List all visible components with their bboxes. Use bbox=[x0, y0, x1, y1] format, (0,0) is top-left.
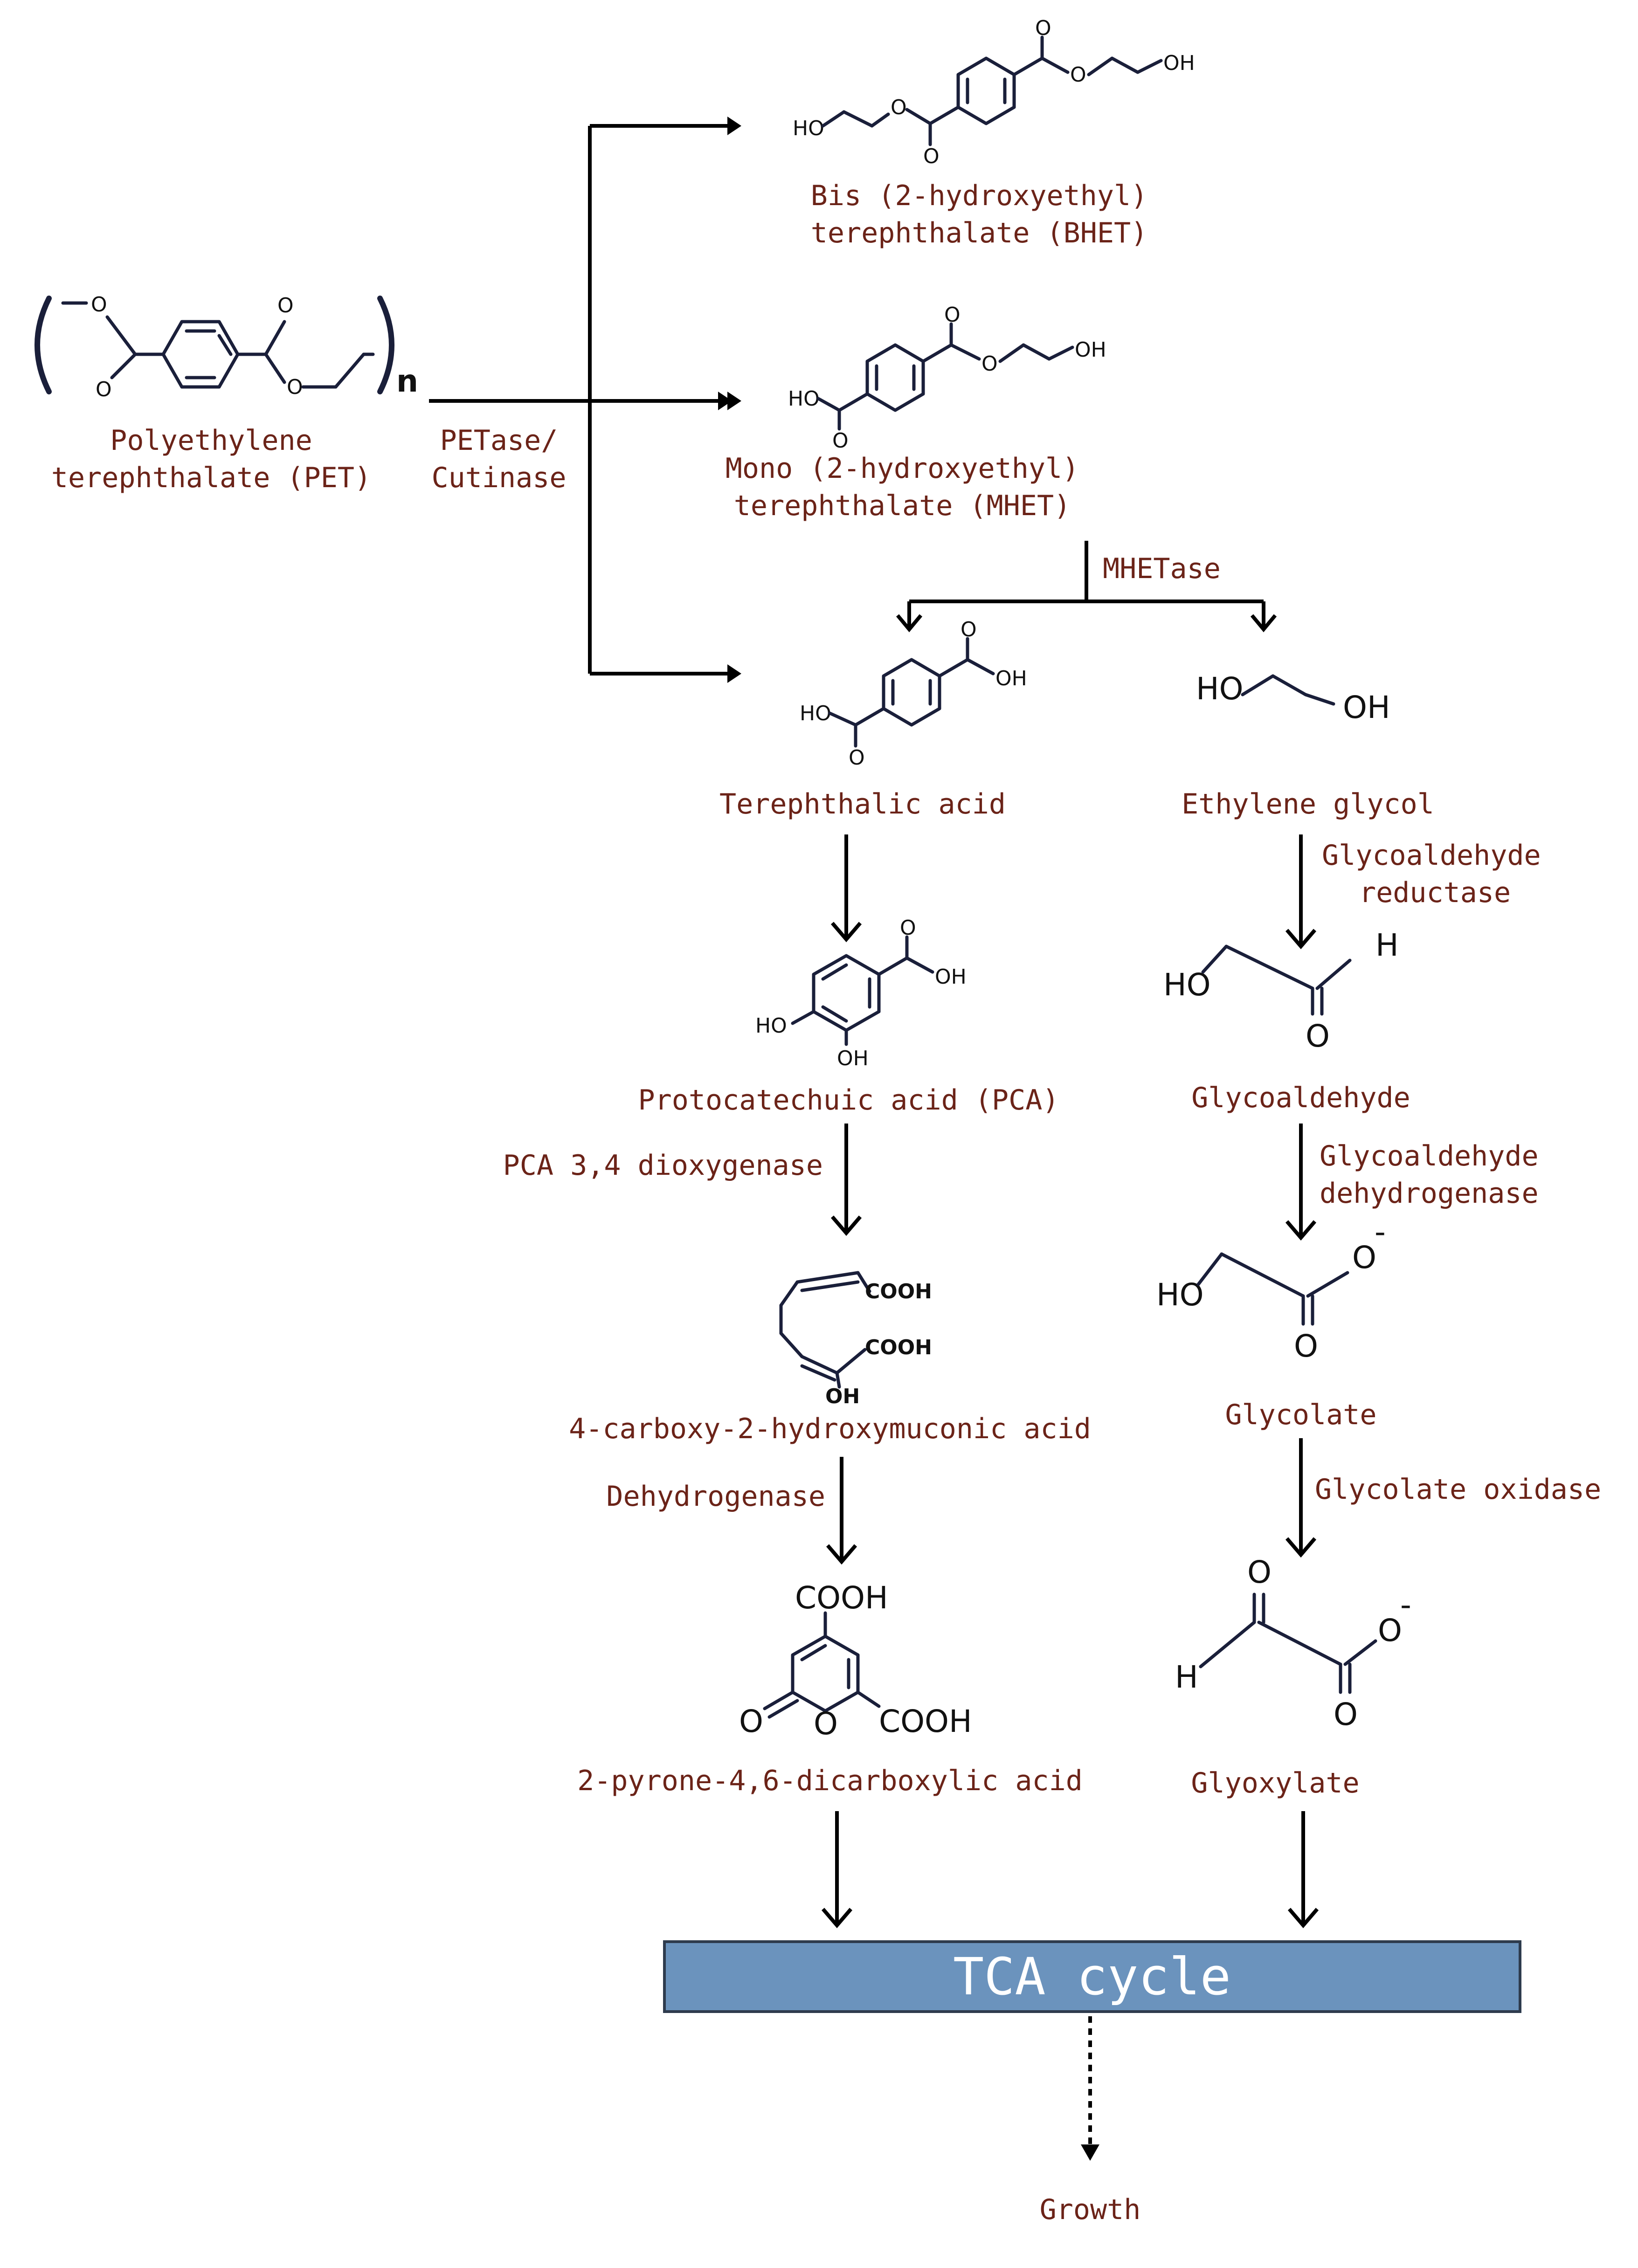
glyoxylate-structure: H O O O - bbox=[1175, 1554, 1411, 1732]
atom-o: O bbox=[944, 303, 961, 327]
left-column-arrows bbox=[821, 834, 862, 1929]
enzyme-gar-line1: Glycoaldehyde bbox=[1322, 839, 1541, 872]
atom-o: O bbox=[1247, 1554, 1272, 1590]
atom-o: O bbox=[1306, 1018, 1330, 1054]
atom-h: H bbox=[1375, 927, 1399, 963]
pet-branch-arrows bbox=[429, 117, 741, 683]
atom-o: O bbox=[849, 746, 865, 770]
enzyme-gad-line1: Glycoaldehyde bbox=[1320, 1140, 1539, 1172]
atom-ho: HO bbox=[800, 702, 831, 725]
chmsa-structure: COOH COOH OH bbox=[779, 1271, 932, 1408]
atom-cooh: COOH bbox=[865, 1336, 932, 1359]
atom-o: O bbox=[832, 429, 849, 453]
atom-ho: HO bbox=[788, 387, 820, 411]
atom-cooh: COOH bbox=[865, 1280, 932, 1303]
tca-cycle-label: TCA cycle bbox=[953, 1947, 1231, 2006]
mhet-structure: HO O O O OH bbox=[788, 303, 1106, 453]
atom-oh: OH bbox=[1343, 689, 1390, 725]
bhet-label-line2: terephthalate (BHET) bbox=[811, 217, 1147, 249]
enzyme-dehydrogenase: Dehydrogenase bbox=[606, 1480, 825, 1513]
atom-o: O bbox=[981, 352, 998, 376]
glycoaldehyde-structure: HO O H bbox=[1163, 927, 1399, 1054]
atom-o: O bbox=[900, 916, 916, 940]
pet-subscript-n: n bbox=[396, 363, 418, 399]
tca-cycle-box bbox=[663, 1940, 1521, 2013]
mhet-label-line2: terephthalate (MHET) bbox=[734, 489, 1071, 522]
atom-oh: OH bbox=[935, 965, 967, 989]
eg-label: Ethylene glycol bbox=[1182, 788, 1434, 820]
atom-ho: HO bbox=[755, 1014, 787, 1038]
glycolate-label: Glycolate bbox=[1225, 1399, 1376, 1431]
enzyme-petase-line2: Cutinase bbox=[432, 462, 567, 494]
atom-o: O bbox=[96, 378, 112, 401]
atom-o: O bbox=[1035, 16, 1051, 40]
atom-o: O bbox=[1294, 1328, 1318, 1364]
atom-oh: OH bbox=[995, 667, 1027, 690]
atom-o: O bbox=[1070, 63, 1086, 87]
enzyme-gar-line2: reductase bbox=[1359, 876, 1511, 909]
pdc-label: 2-pyrone-4,6-dicarboxylic acid bbox=[577, 1765, 1083, 1797]
enzyme-pca-dioxygenase: PCA 3,4 dioxygenase bbox=[503, 1149, 823, 1182]
eg-structure: HO OH bbox=[1196, 671, 1390, 725]
atom-ho: HO bbox=[1196, 671, 1244, 707]
enzyme-gad-line2: dehydrogenase bbox=[1320, 1177, 1539, 1210]
atom-cooh: COOH bbox=[879, 1703, 972, 1739]
atom-oh: OH bbox=[1075, 338, 1106, 362]
growth-arrow bbox=[1081, 2016, 1099, 2161]
tpa-structure: HO O O OH bbox=[800, 618, 1027, 770]
enzyme-petase-line1: PETase/ bbox=[440, 424, 558, 457]
right-column-arrows bbox=[1285, 834, 1319, 1929]
atom-o-minus: O bbox=[1352, 1240, 1376, 1275]
pet-label-line2: terephthalate (PET) bbox=[51, 462, 371, 494]
glyoxylate-label: Glyoxylate bbox=[1191, 1767, 1359, 1799]
atom-o: O bbox=[814, 1706, 838, 1742]
glycoaldehyde-label: Glycoaldehyde bbox=[1191, 1082, 1410, 1114]
charge-minus: - bbox=[1375, 1214, 1386, 1250]
pet-structure: n O O O O bbox=[35, 293, 418, 401]
arrowhead bbox=[727, 664, 741, 683]
charge-minus: - bbox=[1400, 1587, 1411, 1623]
atom-o-minus: O bbox=[1378, 1613, 1402, 1648]
atom-o: O bbox=[923, 145, 940, 168]
glycolate-structure: HO O O - bbox=[1156, 1214, 1386, 1364]
atom-ho: HO bbox=[1156, 1277, 1204, 1313]
atom-o: O bbox=[287, 375, 303, 399]
atom-o: O bbox=[277, 294, 294, 317]
atom-o: O bbox=[91, 293, 107, 317]
growth-label: Growth bbox=[1040, 2193, 1141, 2226]
arrowhead bbox=[727, 392, 741, 410]
enzyme-glycolate-oxidase: Glycolate oxidase bbox=[1315, 1473, 1601, 1506]
chmsa-label: 4-carboxy-2-hydroxymuconic acid bbox=[569, 1413, 1091, 1445]
enzyme-mhetase: MHETase bbox=[1103, 552, 1221, 585]
bhet-structure: HO O O O O OH bbox=[793, 16, 1195, 168]
bhet-label-line1: Bis (2-hydroxyethyl) bbox=[811, 179, 1147, 212]
mhet-label-line1: Mono (2-hydroxyethyl) bbox=[726, 452, 1079, 485]
atom-h: H bbox=[1175, 1659, 1198, 1695]
atom-oh: OH bbox=[825, 1385, 860, 1408]
pet-label-line1: Polyethylene bbox=[110, 424, 312, 457]
atom-o: O bbox=[739, 1703, 763, 1739]
atom-oh: OH bbox=[837, 1047, 869, 1070]
atom-oh: OH bbox=[1163, 51, 1195, 75]
pdc-structure: COOH O O COOH bbox=[739, 1580, 972, 1742]
atom-ho: HO bbox=[793, 117, 824, 140]
atom-cooh: COOH bbox=[795, 1580, 888, 1616]
atom-o: O bbox=[961, 618, 977, 641]
pca-label: Protocatechuic acid (PCA) bbox=[638, 1084, 1059, 1117]
tpa-label: Terephthalic acid bbox=[719, 788, 1006, 820]
atom-o: O bbox=[1334, 1696, 1358, 1732]
pca-structure: O OH HO OH bbox=[755, 916, 967, 1070]
arrowhead bbox=[718, 392, 732, 410]
atom-o: O bbox=[891, 96, 907, 119]
mhetase-split-arrows bbox=[896, 541, 1277, 633]
arrowhead bbox=[727, 117, 741, 135]
